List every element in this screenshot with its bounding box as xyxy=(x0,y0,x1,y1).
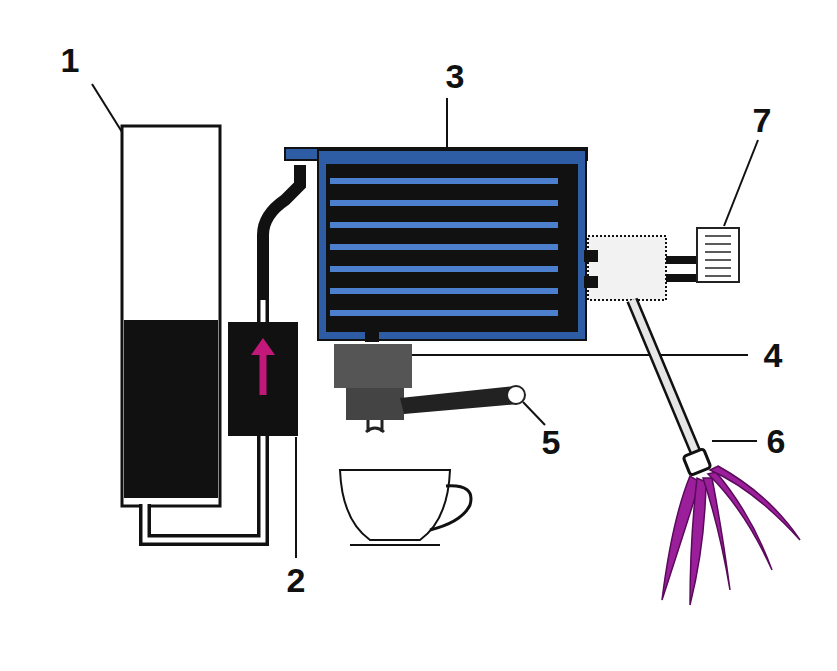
coffee-cup xyxy=(340,470,471,545)
callout-number: 6 xyxy=(767,424,786,458)
pump-to-heater-pipe xyxy=(263,165,300,300)
pump xyxy=(228,322,298,436)
callout-number: 4 xyxy=(764,338,783,372)
callout-number: 7 xyxy=(753,103,772,137)
steam-jet xyxy=(662,466,800,605)
leader-lines xyxy=(92,84,758,558)
brew-group xyxy=(334,344,525,432)
callout-number: 1 xyxy=(61,43,80,77)
callout-number: 5 xyxy=(542,425,561,459)
water-tank xyxy=(122,126,220,506)
steam-wand xyxy=(632,300,711,475)
callout-number: 2 xyxy=(287,563,306,597)
heater-block xyxy=(285,148,587,342)
callout-number: 3 xyxy=(446,59,465,93)
steam-valve xyxy=(584,228,739,300)
